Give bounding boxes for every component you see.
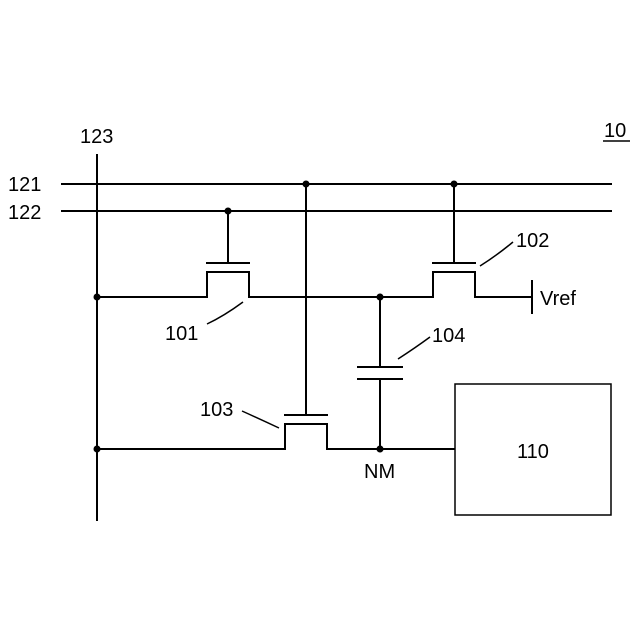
junction-dot — [451, 181, 458, 188]
junction-dot — [94, 446, 101, 453]
transistor-102-label: 102 — [516, 230, 549, 252]
lower-wire — [97, 424, 455, 449]
junction-dot — [377, 294, 384, 301]
transistor-101-label: 101 — [165, 323, 198, 345]
capacitor-104-label: 104 — [432, 325, 465, 347]
upper-wire — [97, 272, 531, 297]
transistor-103-label: 103 — [200, 399, 233, 421]
junction-dot — [225, 208, 232, 215]
node-nm-dot — [377, 446, 384, 453]
line-123-label: 123 — [80, 126, 113, 148]
vref-label: Vref — [540, 288, 576, 310]
node-nm-label: NM — [364, 461, 395, 483]
block-110-label: 110 — [517, 441, 549, 463]
line-121-label: 121 — [8, 174, 41, 196]
transistor-103-leader — [242, 411, 279, 428]
line-122-label: 122 — [8, 202, 41, 224]
capacitor-104-leader — [398, 337, 430, 359]
junction-dot — [94, 294, 101, 301]
figure-number: 10 — [604, 120, 626, 142]
junction-dot — [303, 181, 310, 188]
transistor-101-leader — [207, 302, 243, 324]
transistor-102-leader — [480, 242, 513, 266]
